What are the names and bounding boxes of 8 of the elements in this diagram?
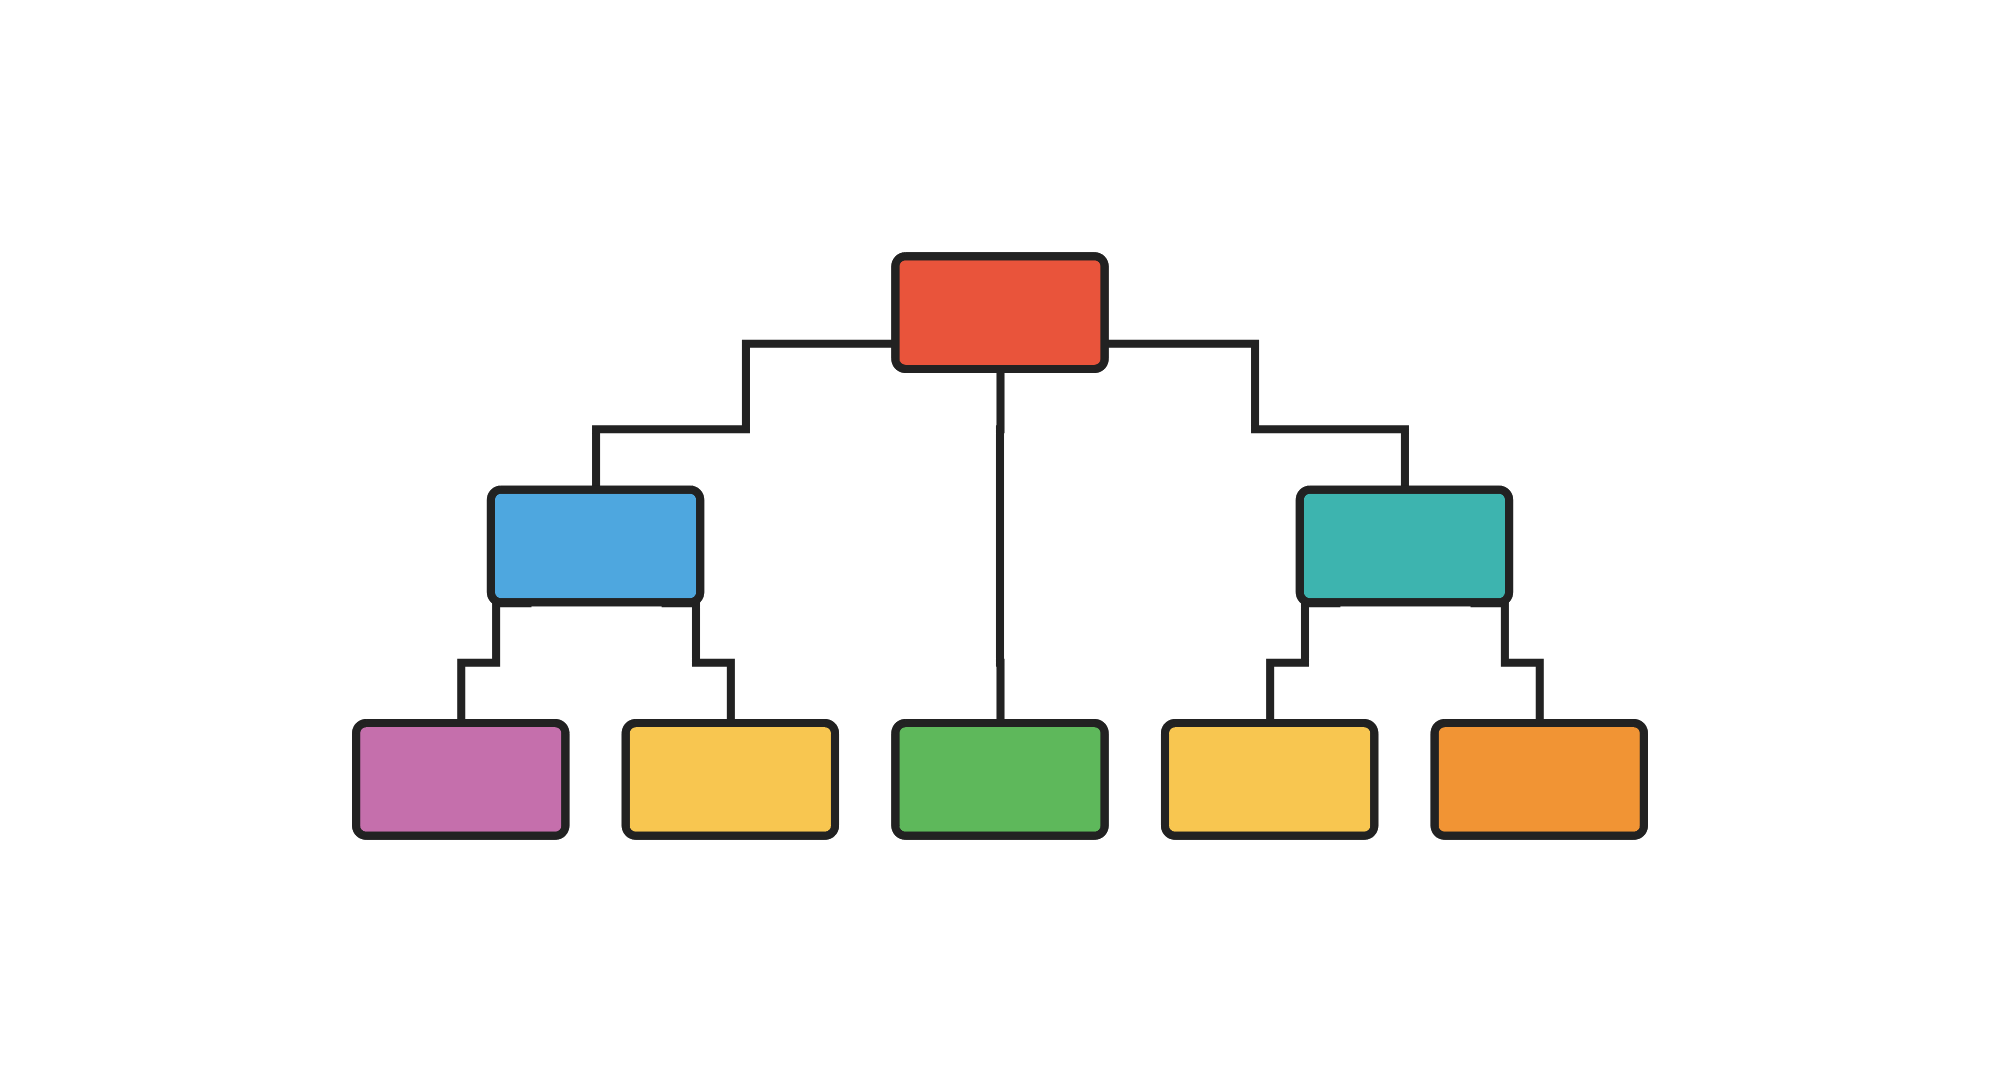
org-box [891, 251, 1109, 372]
org-box [352, 718, 570, 839]
org-box [1430, 718, 1648, 839]
org-box [621, 718, 840, 839]
org-box [1295, 484, 1514, 606]
org-box [1160, 718, 1379, 839]
org-box [891, 718, 1109, 839]
org-box [486, 484, 705, 606]
